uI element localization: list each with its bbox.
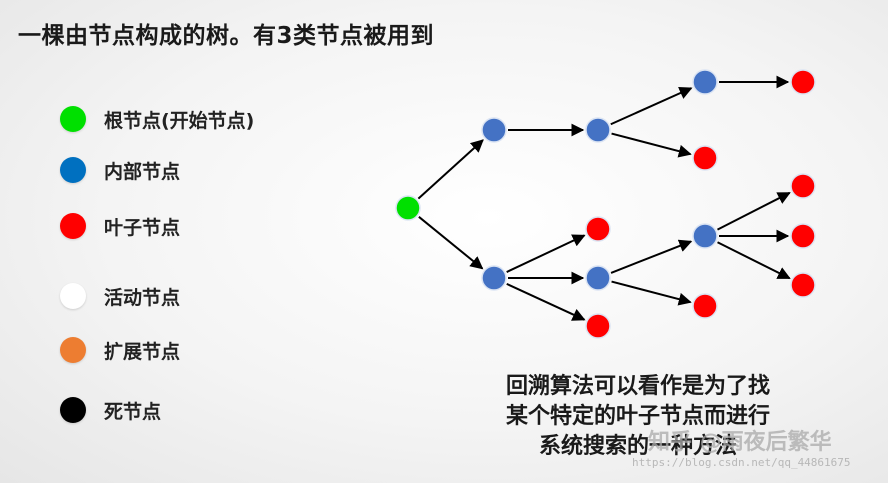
tree-node-leaf (585, 313, 611, 339)
legend-label: 扩展节点 (104, 340, 181, 363)
tree-edge (610, 86, 693, 126)
tree-node-internal (585, 265, 611, 291)
tree-node-leaf (790, 223, 816, 249)
tree-edge (717, 241, 791, 280)
legend-label: 根节点(开始节点) (104, 109, 255, 132)
tree-edge (611, 280, 692, 306)
legend-item-active: 活动节点 (60, 281, 180, 311)
tree-node-leaf (692, 145, 718, 171)
tree-edge (417, 139, 484, 200)
legend-dot-expanding (60, 337, 86, 363)
tree-node-internal (481, 117, 507, 143)
caption-line: 某个特定的叶子节点而进行 (505, 404, 770, 429)
tree-node-internal (692, 69, 718, 95)
tree-edge (610, 239, 693, 274)
watermark-url: https://blog.csdn.net/qq_44861675 (632, 456, 851, 469)
tree-node-leaf (692, 293, 718, 319)
tree-node-internal (481, 265, 507, 291)
legend-dot-root (60, 106, 86, 132)
tree-node-leaf (790, 69, 816, 95)
tree-edge (506, 234, 586, 273)
caption-line: 系统搜索的一种方法 (538, 434, 737, 459)
legend-item-root: 根节点(开始节点) (60, 104, 254, 134)
legend-label: 叶子节点 (104, 216, 181, 239)
tree-node-leaf (585, 216, 611, 242)
legend-item-leaf: 叶子节点 (60, 211, 180, 241)
legend-label: 内部节点 (104, 160, 181, 183)
legend-dot-active (60, 283, 86, 309)
legend-item-dead: 死节点 (60, 395, 161, 425)
tree-node-leaf (790, 173, 816, 199)
caption-line: 回溯算法可以看作是为了找 (505, 374, 770, 399)
legend-item-internal: 内部节点 (60, 155, 180, 185)
legend-item-expanding: 扩展节点 (60, 335, 180, 365)
tree-edge (717, 191, 791, 231)
page-title: 一棵由节点构成的树。有3类节点被用到 (18, 23, 435, 49)
caption: 回溯算法可以看作是为了找 某个特定的叶子节点而进行 系统搜索的一种方法 (458, 372, 818, 462)
legend-dot-internal (60, 157, 86, 183)
tree-node-leaf (790, 272, 816, 298)
watermark: 知乎 @雨夜后繁华 (648, 430, 832, 455)
tree-node-internal (692, 223, 718, 249)
tree-node-root (395, 195, 421, 221)
tree-edge (418, 216, 484, 270)
legend-label: 活动节点 (104, 286, 181, 309)
legend-label: 死节点 (104, 400, 162, 423)
tree-node-internal (585, 117, 611, 143)
legend-dot-dead (60, 397, 86, 423)
tree-edge (611, 132, 692, 158)
legend-dot-leaf (60, 213, 86, 239)
tree-edge (506, 282, 586, 321)
